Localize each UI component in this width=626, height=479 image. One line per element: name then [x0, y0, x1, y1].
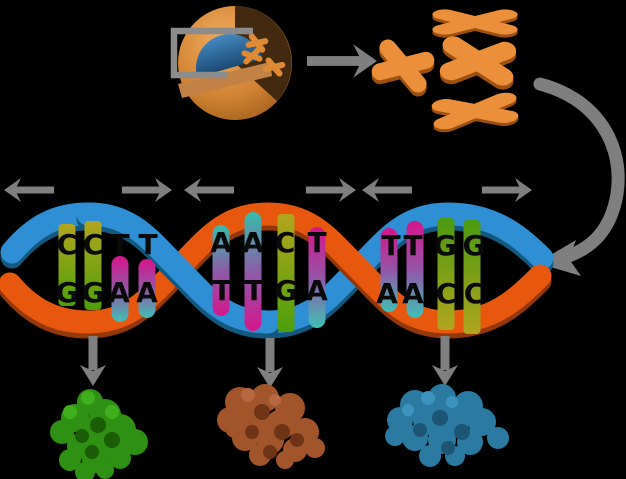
base-letter: A: [306, 274, 328, 307]
protein-blob-green: [50, 389, 148, 479]
base-letter: A: [108, 276, 130, 309]
base-pair-bars-segment2: [212, 212, 326, 332]
nucleus-bracket: [170, 27, 253, 79]
strand-blue-front: [76, 202, 280, 334]
base-pair-bar: [138, 259, 156, 318]
base-pair-bar: [212, 225, 230, 316]
base-letter: G: [56, 276, 79, 309]
base-pair-bar: [406, 221, 424, 318]
base-pair-bar: [111, 256, 129, 322]
base-pair-bars-segment1: [58, 221, 156, 322]
cut-shelf: [178, 62, 272, 98]
base-letter: G: [434, 229, 457, 262]
base-pair-bar: [58, 224, 76, 306]
base-letter: T: [381, 229, 400, 262]
cell-nucleus-cutaway: [170, 6, 292, 120]
sequence-letters: C C T T G G A A A A C T T T G A T T G G …: [56, 226, 486, 310]
base-letter: G: [275, 274, 298, 307]
base-letter: C: [275, 226, 296, 259]
base-letter: A: [402, 277, 424, 310]
base-pair-bar: [380, 228, 398, 312]
base-letter: A: [242, 226, 264, 259]
base-letter: A: [376, 277, 398, 310]
base-letter: T: [307, 226, 326, 259]
base-letter: G: [82, 276, 105, 309]
base-pair-bar: [308, 227, 326, 328]
protein-blob-blue: [385, 384, 509, 467]
base-pair-bars-segment3: [380, 218, 481, 334]
base-letter: C: [436, 277, 457, 310]
base-pair-bar: [463, 220, 481, 334]
base-letter: C: [57, 228, 78, 261]
base-pair-bar: [437, 218, 455, 330]
base-letter: T: [110, 228, 129, 261]
base-pair-bar: [244, 212, 262, 331]
base-pair-bar: [277, 214, 295, 332]
base-letter: T: [403, 229, 422, 262]
base-letter: C: [83, 228, 104, 261]
base-letter: T: [212, 274, 231, 307]
base-letter: G: [463, 229, 486, 262]
base-letter: A: [210, 226, 232, 259]
protein-blob-brown: [217, 384, 325, 469]
curved-arrow-chromosomes-to-dna: [533, 77, 625, 276]
base-letter: T: [244, 274, 263, 307]
base-letter: T: [138, 228, 157, 261]
dna-double-helix: C C T T G G A A A A C T T T G A T T G G …: [0, 202, 554, 339]
base-pair-bar: [84, 221, 102, 310]
base-letter: A: [136, 276, 158, 309]
base-letter: C: [464, 277, 485, 310]
